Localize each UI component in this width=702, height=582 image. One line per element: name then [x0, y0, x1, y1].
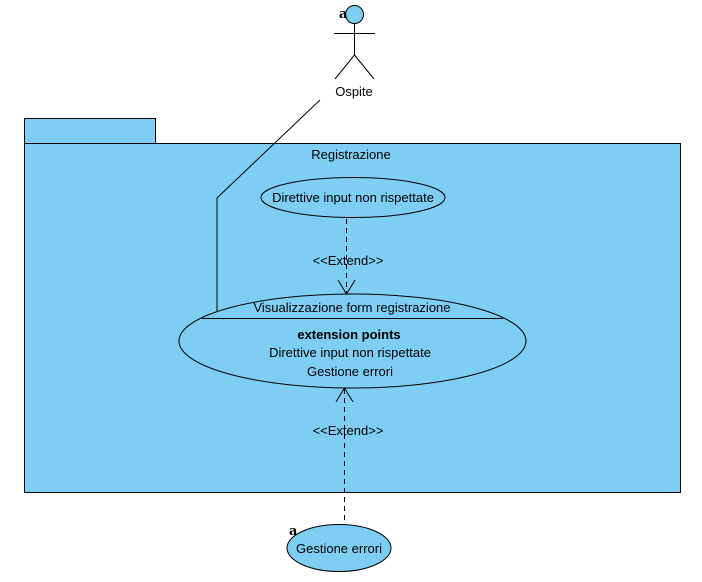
package-tab[interactable] — [24, 118, 156, 144]
association-line[interactable] — [216, 99, 321, 311]
actor-ospite[interactable] — [334, 5, 375, 80]
actor-head — [345, 5, 364, 24]
extension-point-item: Gestione errori — [307, 364, 393, 379]
use-case-direttive-label: Direttive input non rispettate — [272, 190, 434, 205]
actor-left-leg — [334, 54, 355, 80]
actor-label: Ospite — [335, 84, 373, 99]
use-case-gestione-errori-label: Gestione errori — [296, 541, 382, 556]
use-case-direttive[interactable] — [260, 177, 446, 218]
extension-point-item: Direttive input non rispettate — [269, 345, 431, 360]
extension-points-title: extension points — [297, 327, 400, 342]
actor-marker: a — [339, 7, 348, 22]
use-case-form[interactable] — [178, 293, 527, 389]
extend-label-top: <<Extend>> — [313, 253, 384, 268]
use-case-gestione-errori[interactable] — [286, 524, 392, 572]
actor-right-leg — [354, 54, 375, 80]
use-case-form-label: Visualizzazione form registrazione — [253, 300, 450, 315]
use-case-gestione-errori-marker: a — [289, 524, 298, 539]
extend-arrowhead-bottom — [335, 387, 354, 403]
extend-label-bottom: <<Extend>> — [313, 423, 384, 438]
package-title: Registrazione — [311, 147, 391, 162]
